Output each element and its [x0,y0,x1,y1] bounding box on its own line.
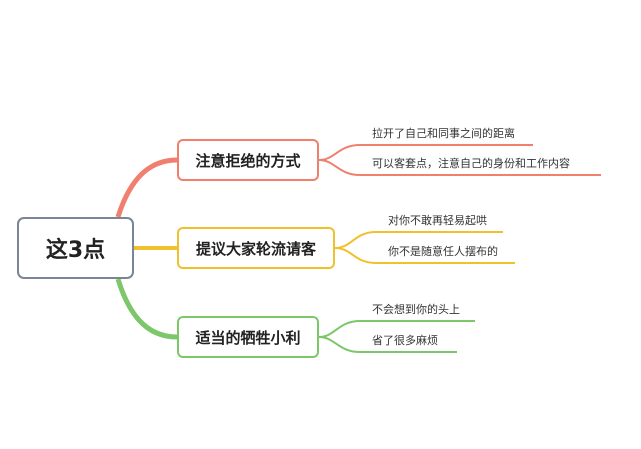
connector-branch-2-leaf-1 [318,336,457,353]
connector-branch-2-leaf-0 [318,320,475,338]
root-node[interactable]: 这3点 [17,217,134,279]
leaf-node-1-0[interactable]: 对你不敢再轻易起哄 [388,214,487,227]
connector-branch-1-leaf-0 [334,231,503,249]
branch-node-label: 适当的牺牲小利 [195,328,301,347]
leaf-node-2-1[interactable]: 省了很多麻烦 [372,334,438,347]
leaf-node-2-0[interactable]: 不会想到你的头上 [372,303,460,316]
root-node-label: 这3点 [45,238,106,263]
leaf-node-1-1[interactable]: 你不是随意任人摆布的 [388,245,498,258]
connector-root-branch-0 [115,157,178,218]
branch-node-label: 提议大家轮流请客 [195,239,316,258]
branch-node-2[interactable]: 适当的牺牲小利 [177,316,319,358]
connector-root-branch-2 [115,278,178,340]
connector-branch-1-leaf-1 [334,247,515,264]
branch-node-0[interactable]: 注意拒绝的方式 [177,139,319,181]
connector-branch-0-leaf-1 [318,159,601,176]
branch-node-1[interactable]: 提议大家轮流请客 [177,227,335,269]
leaf-node-0-0[interactable]: 拉开了自己和同事之间的距离 [372,127,515,140]
branch-node-label: 注意拒绝的方式 [195,151,301,170]
leaf-node-0-1[interactable]: 可以客套点，注意自己的身份和工作内容 [372,157,570,170]
